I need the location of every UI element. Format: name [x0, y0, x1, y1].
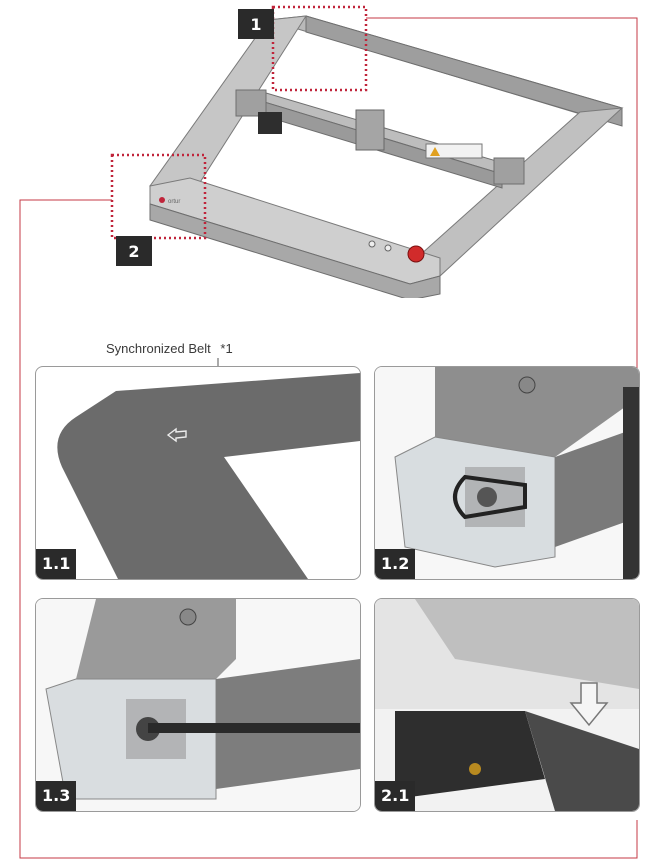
panel-tag: 1.3: [36, 781, 77, 811]
panel-tag: 1.1: [36, 549, 77, 579]
highlight-frame-1: [271, 5, 368, 92]
corner-pulley-illustration-1-2: [375, 367, 639, 579]
panel-1-3: 1.3: [35, 598, 361, 812]
front-corner-illustration-2-1: [375, 599, 639, 811]
belt-path-illustration: [57, 373, 360, 579]
marker-2: 2: [116, 236, 152, 266]
leader-line-1: [366, 17, 638, 368]
panel-tag: 2.1: [375, 781, 416, 811]
synchronized-belt-callout: Synchronized Belt *1: [106, 341, 233, 356]
marker-1: 1: [238, 9, 274, 39]
leader-line-2: [19, 199, 638, 859]
panel-tag: 1.2: [375, 549, 416, 579]
panel-1-1: 1.1: [35, 366, 361, 580]
panel-1-2: 1.2: [374, 366, 640, 580]
brand-mark: ortur: [168, 199, 180, 205]
highlight-frame-2: [110, 153, 207, 240]
corner-pulley-illustration-1-3: [36, 599, 360, 811]
down-arrow-icon: [569, 682, 609, 727]
callout-label: Synchronized Belt: [106, 341, 211, 356]
laser-engraver-overview-illustration: ortur: [149, 15, 624, 298]
direction-arrow-icon: [166, 427, 187, 443]
callout-note: *1: [220, 341, 233, 356]
panel-2-1: 2.1: [374, 598, 640, 812]
